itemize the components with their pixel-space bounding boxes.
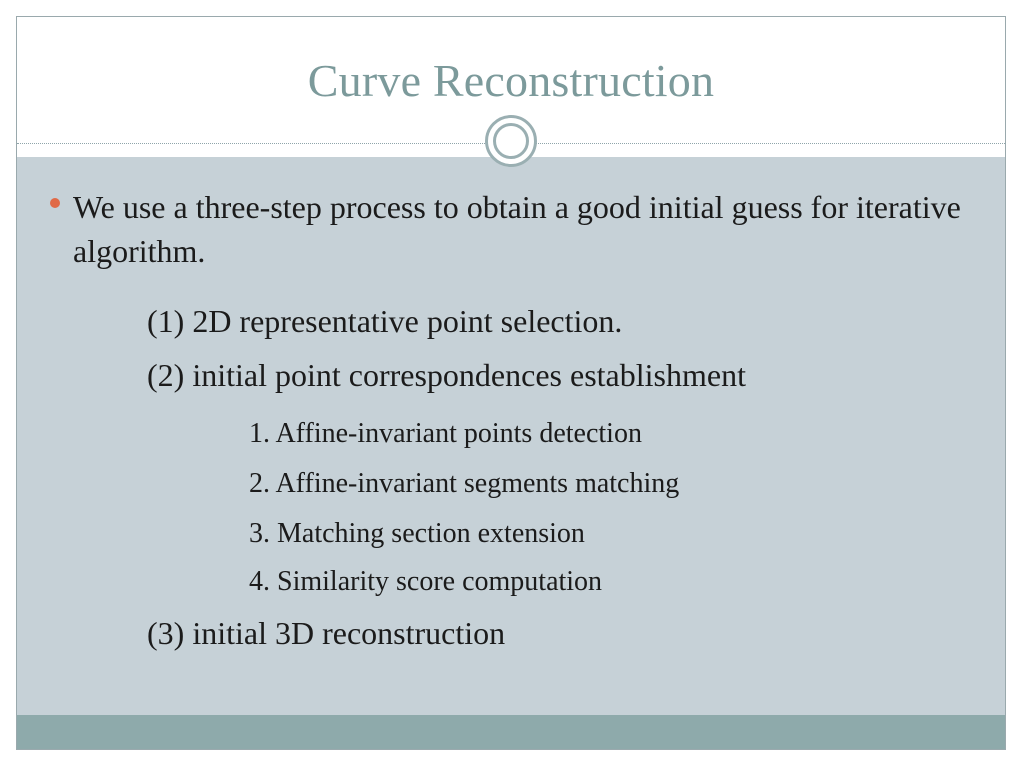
slide-content: We use a three-step process to obtain a … (17, 157, 1005, 715)
step-3-text: (3) initial 3D reconstruction (147, 615, 506, 651)
substep-4-text: 4. Similarity score computation (249, 566, 603, 597)
step-2-text: (2) initial point correspondences establ… (147, 357, 746, 393)
double-circle-ornament-icon (485, 115, 537, 167)
footer-band (17, 715, 1005, 749)
bullet-text: We use a three-step process to obtain a … (73, 189, 961, 269)
step-1-text: (1) 2D representative point selection. (147, 303, 623, 339)
slide-frame: Curve Reconstruction We use a three-step… (16, 16, 1006, 750)
substep-1-text: 1. Affine-invariant points detection (249, 418, 642, 449)
round-bullet-icon (50, 198, 60, 208)
substep-2-text: 2. Affine-invariant segments matching (249, 468, 680, 499)
substep-3-text: 3. Matching section extension (249, 518, 585, 549)
slide-title: Curve Reconstruction (307, 55, 715, 106)
